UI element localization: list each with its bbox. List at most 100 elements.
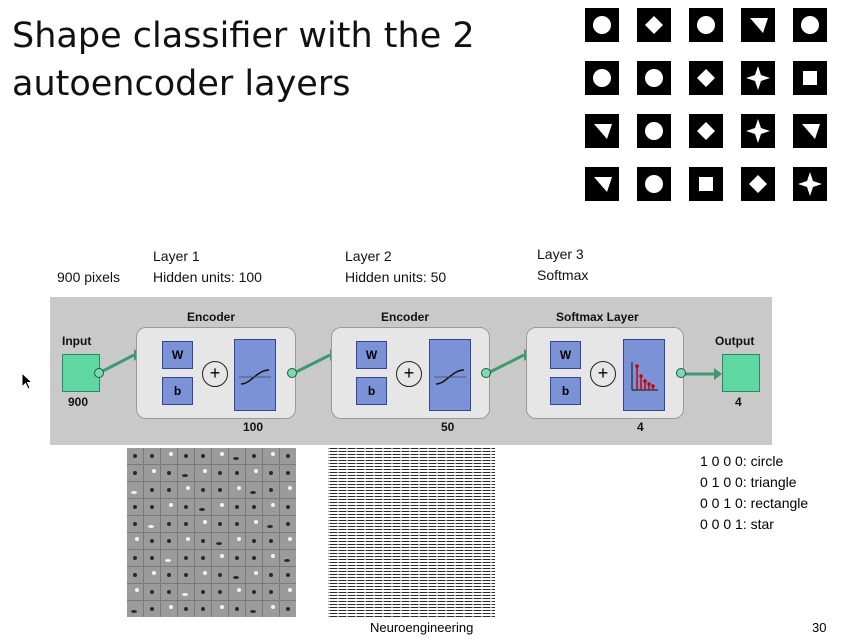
feature-cell: [229, 516, 245, 532]
feature-cell: [127, 482, 143, 498]
feature-cell: [280, 601, 296, 617]
feature-cell: [127, 448, 143, 464]
feature-cell: [229, 550, 245, 566]
feature-cell: [144, 533, 160, 549]
input-box: [62, 354, 100, 392]
feature-cell: [161, 550, 177, 566]
encoder1-weights: W: [162, 341, 193, 369]
class-code-star: 0 0 0 1: star: [700, 516, 774, 532]
output-box: [722, 354, 760, 392]
feature-cell: [246, 550, 262, 566]
feature-cell: [212, 499, 228, 515]
feature-cell: [161, 533, 177, 549]
feature-cell: [229, 499, 245, 515]
feature-cell: [127, 499, 143, 515]
layer1-detail: Hidden units: 100: [153, 269, 262, 285]
shape-diamond-tile: [637, 8, 671, 42]
feature-cell: [144, 448, 160, 464]
layer1-name: Layer 1: [153, 248, 200, 264]
feature-cell: [246, 465, 262, 481]
layer2-detail: Hidden units: 50: [345, 269, 447, 285]
encoder2-size: 50: [441, 420, 455, 434]
shape-triangle-tile: [741, 8, 775, 42]
shape-circle-tile: [637, 114, 671, 148]
shape-circle-tile: [585, 8, 619, 42]
feature-cell: [229, 601, 245, 617]
feature-cell: [280, 550, 296, 566]
feature-cell: [212, 601, 228, 617]
slide-title: Shape classifier with the 2 autoencoder …: [12, 12, 475, 108]
feature-cell: [263, 448, 279, 464]
softmax-size: 4: [637, 420, 644, 434]
feature-cell: [161, 482, 177, 498]
feature-cell: [144, 516, 160, 532]
shape-square-tile: [793, 61, 827, 95]
class-code-triangle: 0 1 0 0: triangle: [700, 474, 797, 490]
input-title: Input: [62, 334, 92, 348]
feature-cell: [195, 482, 211, 498]
encoder1-sum: +: [202, 361, 228, 387]
shape-star-tile: [741, 61, 775, 95]
feature-cell: [195, 584, 211, 600]
feature-cell: [178, 465, 194, 481]
feature-cell: [195, 550, 211, 566]
feature-cell: [195, 516, 211, 532]
softmax-sum: +: [590, 361, 616, 387]
softmax-transfer: [623, 339, 665, 411]
feature-cell: [161, 567, 177, 583]
feature-cell: [263, 465, 279, 481]
encoder1-title: Encoder: [187, 310, 236, 324]
layer3-detail: Softmax: [537, 267, 589, 283]
feature-cell: [195, 567, 211, 583]
feature-cell: [144, 465, 160, 481]
encoder2-weights: W: [356, 341, 387, 369]
feature-cell: [246, 567, 262, 583]
feature-cell: [161, 448, 177, 464]
feature-cell: [127, 516, 143, 532]
feature-cell: [178, 567, 194, 583]
layer1-features-image: [127, 448, 296, 617]
feature-cell: [212, 550, 228, 566]
shape-triangle-tile: [793, 114, 827, 148]
feature-cell: [212, 567, 228, 583]
feature-cell: [195, 601, 211, 617]
output-title: Output: [715, 334, 755, 348]
feature-cell: [263, 533, 279, 549]
feature-cell: [178, 448, 194, 464]
feature-cell: [178, 516, 194, 532]
feature-cell: [229, 533, 245, 549]
feature-cell: [229, 584, 245, 600]
encoder1-bias: b: [162, 377, 193, 405]
feature-cell: [229, 567, 245, 583]
feature-cell: [229, 448, 245, 464]
feature-cell: [178, 601, 194, 617]
encoder1-transfer: [234, 339, 276, 411]
feature-cell: [212, 516, 228, 532]
layer3-name: Layer 3: [537, 246, 584, 262]
feature-cell: [178, 533, 194, 549]
class-code-rectangle: 0 0 1 0: rectangle: [700, 495, 809, 511]
feature-cell: [280, 567, 296, 583]
shape-circle-tile: [637, 167, 671, 201]
feature-cell: [246, 516, 262, 532]
slide-title-line-2: autoencoder layers: [12, 64, 351, 104]
feature-cell: [263, 601, 279, 617]
encoder1-size: 100: [243, 420, 264, 434]
softmax-bias: b: [550, 377, 581, 405]
encoder2-output-node: [481, 368, 491, 378]
softmax-output-node: [676, 368, 686, 378]
feature-cell: [246, 482, 262, 498]
output-size: 4: [735, 395, 742, 409]
encoder2-sum: +: [396, 361, 422, 387]
encoder2-transfer: [429, 339, 471, 411]
shape-star-tile: [793, 167, 827, 201]
feature-cell: [161, 465, 177, 481]
shape-circle-tile: [689, 8, 723, 42]
feature-cell: [263, 550, 279, 566]
softmax-bars-icon: [631, 362, 658, 391]
shape-diamond-tile: [741, 167, 775, 201]
feature-cell: [144, 601, 160, 617]
sigmoid-icon: [434, 369, 466, 385]
feature-cell: [263, 499, 279, 515]
feature-cell: [161, 584, 177, 600]
